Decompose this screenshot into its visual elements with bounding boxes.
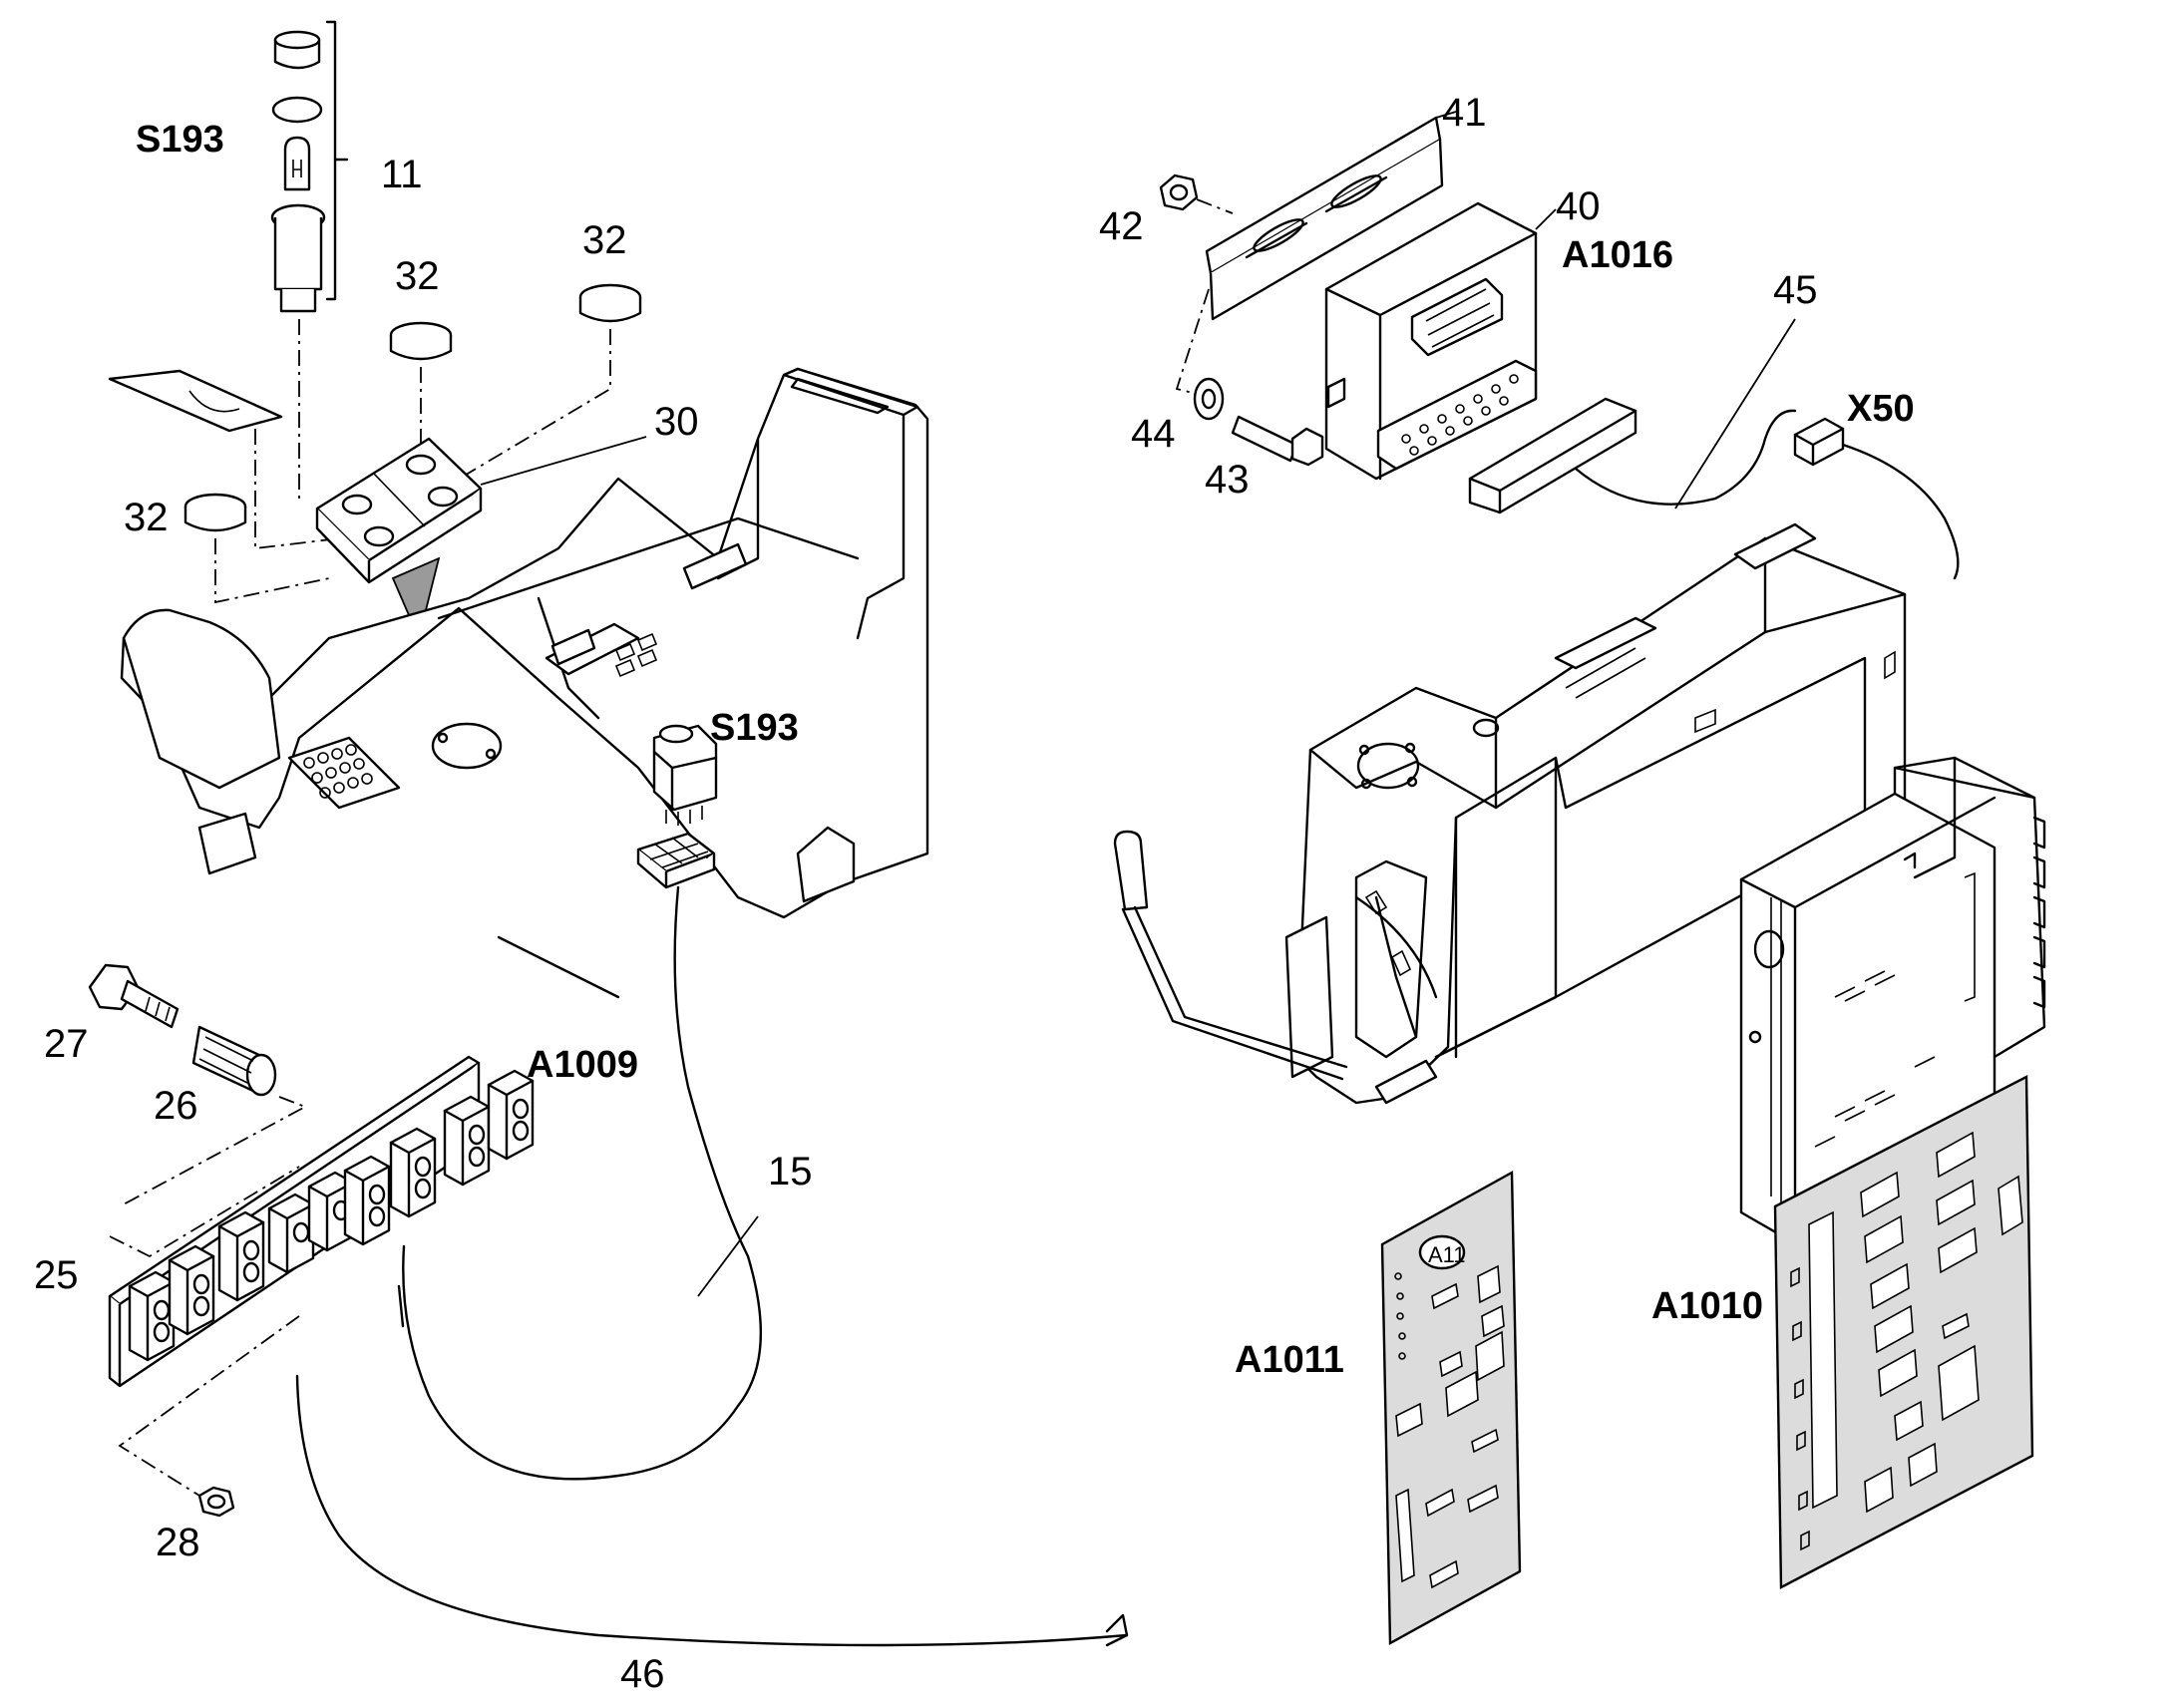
cap-32-b (408, 283, 642, 510)
control-housing-frame (1284, 522, 1907, 1105)
din-rail-41 (1175, 111, 1457, 400)
pointer-triangle (391, 556, 441, 641)
board-a1010 (1773, 1075, 2034, 1589)
label-a1016: A1016 (1562, 234, 1673, 276)
label-43: 43 (1205, 458, 1250, 502)
label-32-left: 32 (124, 496, 169, 539)
label-44: 44 (1131, 412, 1176, 456)
relay-module-25 (108, 1055, 535, 1497)
label-a1010: A1010 (1651, 1285, 1763, 1327)
bolt-27 (88, 963, 180, 1029)
connector-x50 (1793, 417, 1960, 580)
label-28: 28 (156, 1521, 200, 1564)
board-a1011 (1380, 1170, 1522, 1646)
label-32-middle: 32 (395, 254, 440, 298)
label-42: 42 (1099, 204, 1144, 248)
cable-46 (295, 1374, 1129, 1647)
label-x50: X50 (1847, 388, 1915, 430)
label-15: 15 (768, 1150, 813, 1194)
label-45: 45 (1773, 268, 1818, 312)
lever-handle (1113, 830, 1348, 1081)
spacer-26 (119, 1025, 308, 1207)
label-a11-board: A11 (1428, 1242, 1466, 1267)
label-s193-lamp: S193 (136, 119, 224, 161)
cap-32-a (389, 321, 453, 449)
label-40: 40 (1556, 184, 1601, 228)
armrest-console (120, 367, 929, 999)
label-41: 41 (1442, 91, 1487, 135)
lamp-assembly-11 (270, 20, 349, 499)
label-32-top-right: 32 (582, 218, 627, 262)
relay-row (128, 1069, 535, 1362)
nut-42 (1159, 173, 1234, 214)
nut-28 (197, 1486, 235, 1518)
cap-32-c (183, 493, 330, 604)
label-30: 30 (654, 400, 699, 444)
label-11: 11 (381, 153, 423, 196)
switch-block-30 (315, 436, 647, 584)
label-26: 26 (154, 1084, 198, 1128)
washer-44 (1193, 377, 1225, 421)
label-s193-switch: S193 (710, 707, 799, 749)
clip-bracket (108, 369, 340, 550)
label-25: 25 (34, 1253, 79, 1297)
label-a1011: A1011 (1235, 1339, 1344, 1381)
switch-s193 (402, 724, 762, 1481)
module-40-a1016 (1324, 201, 1557, 481)
leader-lines (697, 1215, 759, 1297)
bolt-43 (1231, 415, 1324, 467)
label-27: 27 (44, 1022, 89, 1066)
label-a1009: A1009 (527, 1044, 638, 1086)
label-46: 46 (620, 1652, 665, 1696)
cable-45 (1468, 318, 1797, 514)
